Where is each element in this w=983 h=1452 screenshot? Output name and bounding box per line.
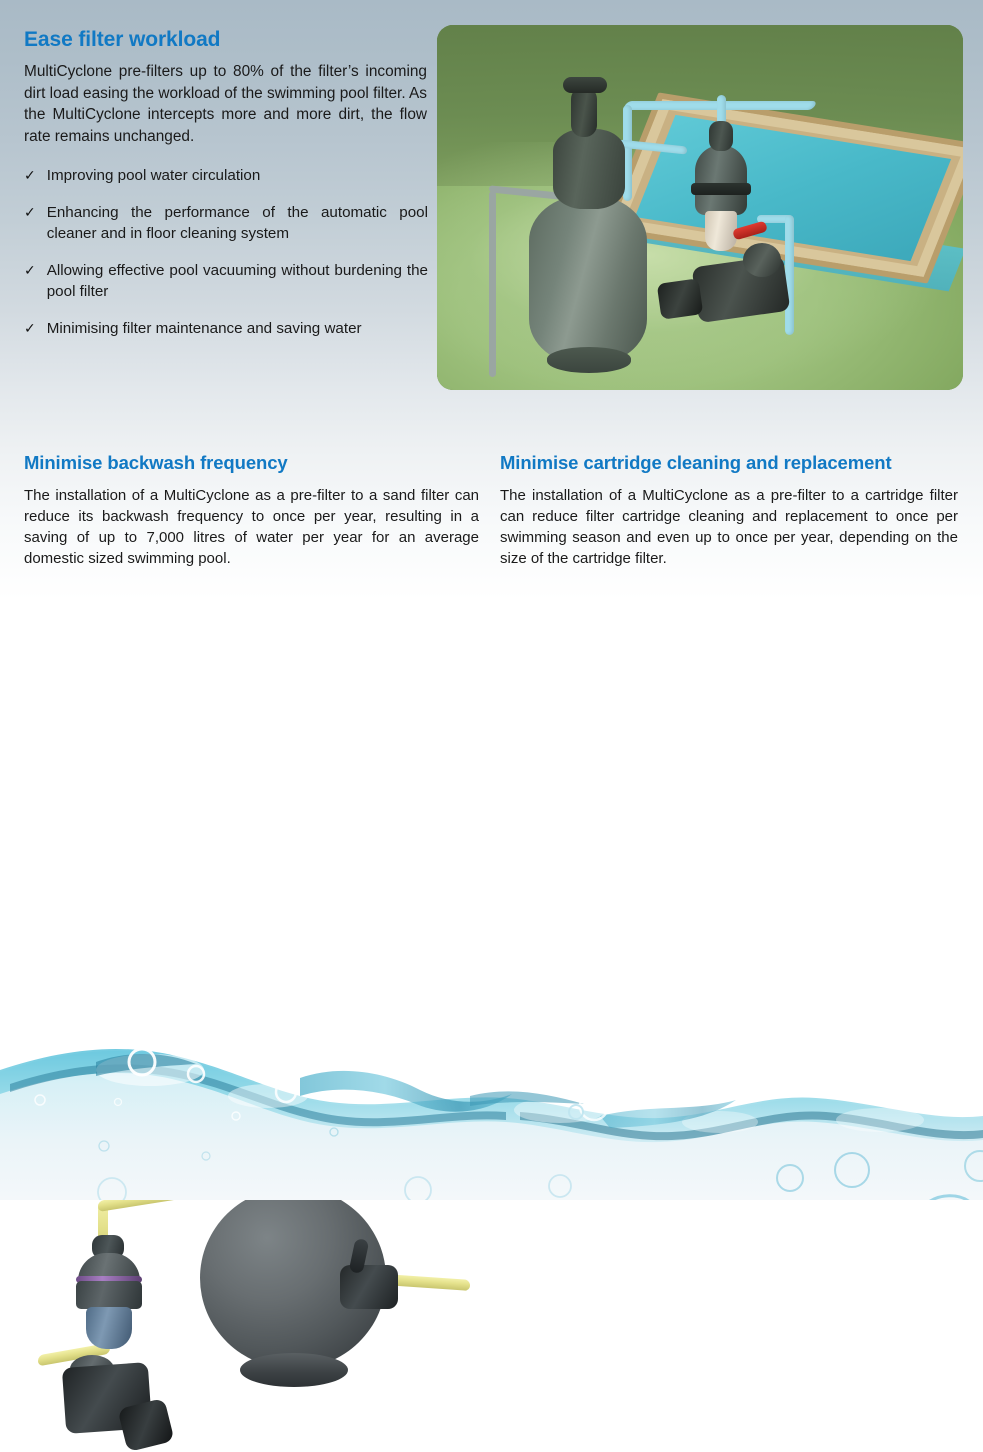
list-item-label: Enhancing the performance of the automat… (46, 204, 428, 242)
benefits-list: ✓ Improving pool water circulation ✓ Enh… (24, 165, 428, 355)
multicyclone-collection-bowl (86, 1307, 132, 1349)
pool-pump-motor (656, 278, 704, 320)
multicyclone-collar (691, 183, 751, 195)
water-surface-photo (0, 1000, 983, 1200)
sand-filter-tank-base (240, 1353, 348, 1387)
multicyclone-midsection (76, 1281, 142, 1309)
pipe-pump-outlet (757, 215, 793, 223)
list-item: ✓ Improving pool water circulation (24, 165, 428, 186)
sand-filter-base (547, 347, 631, 373)
minimise-cartridge-heading: Minimise cartridge cleaning and replacem… (500, 452, 892, 473)
list-item: ✓ Allowing effective pool vacuuming with… (24, 260, 428, 302)
minimise-backwash-body: The installation of a MultiCyclone as a … (24, 487, 479, 567)
ease-filter-workload-heading: Ease filter workload (24, 28, 221, 51)
list-item: ✓ Minimising filter maintenance and savi… (24, 318, 428, 339)
sand-filter-tank (529, 195, 647, 365)
pool-return-pipe-down (623, 105, 632, 201)
list-item-label: Minimising filter maintenance and saving… (46, 320, 362, 337)
pipe-pool-inlet (785, 215, 794, 335)
suction-pipe-vertical (489, 191, 496, 377)
cartridge-filter-setup-photo (490, 600, 960, 890)
list-item-label: Improving pool water circulation (46, 167, 261, 184)
check-icon: ✓ (24, 204, 36, 220)
ease-filter-workload-body: MultiCyclone pre-filters up to 80% of th… (24, 63, 427, 145)
multicyclone-body (695, 145, 747, 215)
list-item: ✓ Enhancing the performance of the autom… (24, 202, 428, 244)
check-icon: ✓ (24, 262, 36, 278)
minimise-backwash-heading: Minimise backwash frequency (24, 452, 288, 473)
sand-filter-setup-photo (0, 575, 470, 1452)
water-surface-graphic (0, 1047, 983, 1200)
minimise-cartridge-body: The installation of a MultiCyclone as a … (500, 487, 958, 567)
multicyclone-cap (709, 121, 733, 151)
multicyclone-sediment-cup (705, 211, 737, 251)
pipe-outlet-right (386, 1274, 470, 1291)
pool-pump-strainer (743, 243, 781, 277)
sand-filter-valve-stem (571, 87, 597, 137)
multiport-valve (340, 1265, 398, 1309)
list-item-label: Allowing effective pool vacuuming withou… (46, 262, 428, 300)
check-icon: ✓ (24, 320, 36, 336)
check-icon: ✓ (24, 167, 36, 183)
sand-filter-multiport-body (553, 129, 625, 209)
sand-filter-valve-handle (563, 77, 607, 93)
pool-installation-diagram-photo (437, 25, 963, 390)
